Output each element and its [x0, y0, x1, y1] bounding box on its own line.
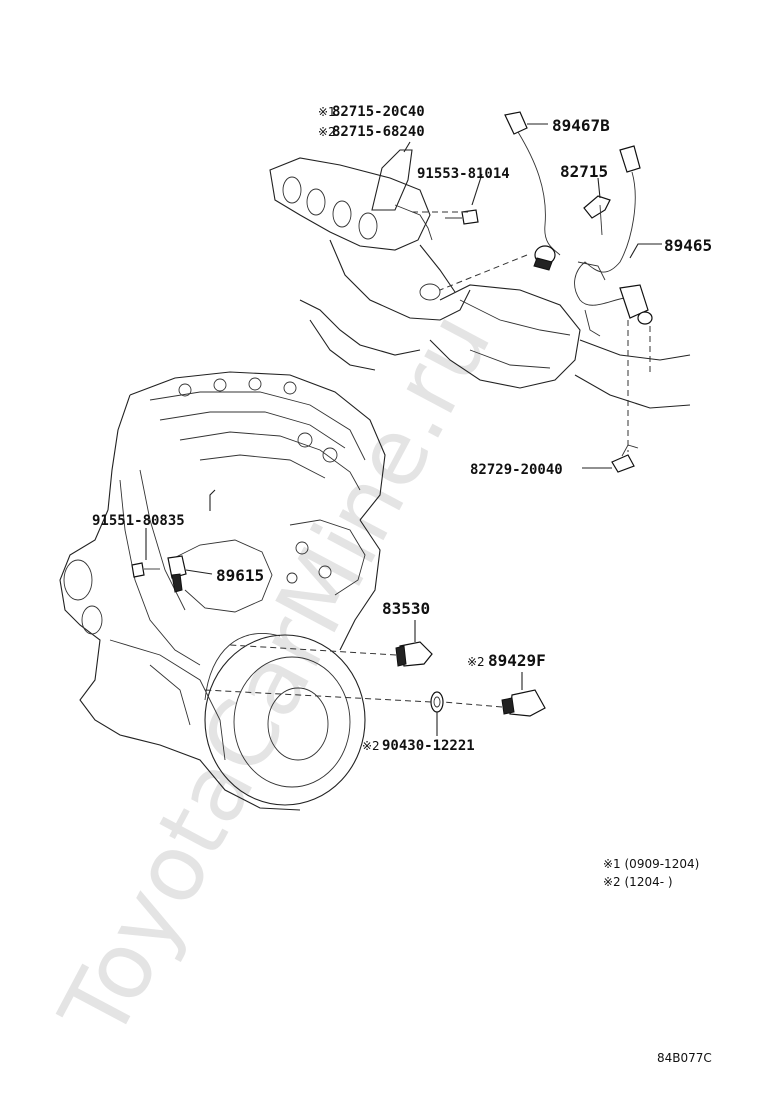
part-labels: ※1 82715-20C40 ※2 82715-68240 91553-8101…: [92, 104, 712, 754]
leader-lines: [145, 123, 662, 736]
exhaust-manifold-drawing: [269, 149, 691, 409]
note-mark-4: ※2: [362, 739, 380, 753]
part-number-82715: 82715: [560, 162, 608, 181]
watermark: ToyotaCarMine.ru: [39, 295, 511, 1056]
part-number-91551-80835: 91551-80835: [92, 513, 185, 529]
diagram-code: 84B077C: [657, 1051, 712, 1065]
note-mark-3: ※2: [467, 655, 485, 669]
part-number-82729-20040: 82729-20040: [470, 462, 563, 478]
legend: ※1 (0909-1204) ※2 (1204- ): [603, 857, 699, 889]
part-number-82715-20C40: 82715-20C40: [332, 104, 425, 120]
note-mark-2: ※2: [318, 125, 336, 139]
engine-block-drawing: [59, 371, 386, 811]
legend-line-2: ※2 (1204- ): [603, 875, 673, 889]
wire-clamp: [583, 195, 611, 236]
legend-line-1: ※1 (0909-1204): [603, 857, 699, 871]
air-fuel-ratio-sensor: [504, 111, 561, 271]
gasket: [430, 691, 444, 713]
part-number-82715-68240: 82715-68240: [332, 124, 425, 140]
bolt-91553: [445, 209, 479, 225]
part-number-83530: 83530: [382, 599, 430, 618]
part-number-91553-81014: 91553-81014: [417, 166, 510, 182]
part-number-89465: 89465: [664, 236, 712, 255]
part-number-90430-12221: 90430-12221: [382, 738, 475, 754]
oil-pressure-switch: [395, 641, 433, 667]
wire-clamp-82729: [611, 444, 639, 473]
note-mark-1: ※1: [318, 105, 336, 119]
part-number-89615: 89615: [216, 566, 264, 585]
part-number-89429F: 89429F: [488, 651, 546, 670]
part-number-89467B: 89467B: [552, 116, 610, 135]
oxygen-sensor: [574, 145, 653, 337]
pressure-sensor: [501, 689, 546, 717]
